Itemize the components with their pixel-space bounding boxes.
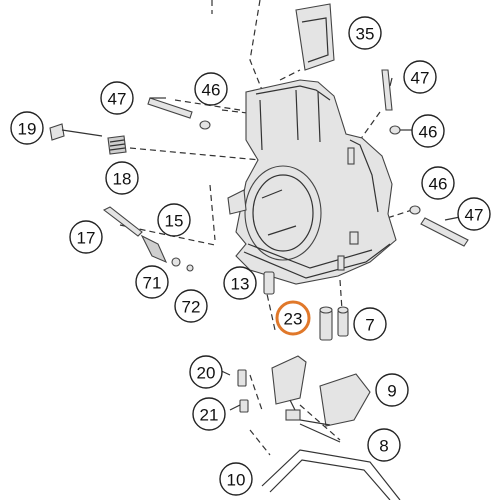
part-gasket-10 [261,449,401,500]
callout-8-text: 8 [379,437,388,456]
callout-23-text: 23 [284,310,303,329]
callout-15-text: 15 [165,212,184,231]
part-jet-13 [263,271,275,295]
callout-46-lower-right: 46 [421,166,455,200]
callout-21: 21 [192,397,226,431]
callout-15: 15 [157,203,191,237]
part-float-9 [271,355,371,427]
callout-47-left: 47 [100,81,134,115]
callout-47-top-right-text: 47 [411,69,430,88]
callout-46-lower-right-text: 46 [429,175,448,194]
callout-10-text: 10 [227,471,246,490]
part-pin-47-right [420,217,469,247]
part-screw-20 [237,369,247,387]
callout-19-text: 19 [18,120,37,139]
callout-10: 10 [219,462,253,496]
part-jet-23 [319,306,333,341]
callout-46-right: 46 [411,114,445,148]
callout-46-top-text: 46 [202,81,221,100]
callout-13-text: 13 [231,275,250,294]
callout-21-text: 21 [200,406,219,425]
part-spring-18 [107,135,127,155]
callout-72-text: 72 [182,298,201,317]
callout-8: 8 [367,428,401,462]
callout-47-right: 47 [457,197,491,231]
callout-18: 18 [105,161,139,195]
part-pin-47-left [147,97,193,119]
part-pin-47-top-right [381,69,393,111]
callout-9-text: 9 [387,382,396,401]
callout-7-text: 7 [365,316,374,335]
part-washer-72 [186,264,194,272]
callout-47-right-text: 47 [465,206,484,225]
callout-35: 35 [348,16,382,50]
part-jet-7 [337,306,349,337]
callout-35-text: 35 [356,25,375,44]
callout-7: 7 [353,307,387,341]
callout-72: 72 [174,289,208,323]
callout-46-top: 46 [194,72,228,106]
callout-71: 71 [135,265,169,299]
callout-17: 17 [69,220,103,254]
callout-17-text: 17 [77,229,96,248]
part-oring-71 [171,257,181,267]
callout-46-right-text: 46 [419,123,438,142]
part-screw-21 [239,399,249,413]
part-slide-35 [295,3,335,71]
callout-13: 13 [223,266,257,300]
callout-19: 19 [10,111,44,145]
part-screw-19 [49,123,103,141]
callout-20-text: 20 [197,364,216,383]
part-needle-17 [102,206,143,237]
callout-71-text: 71 [143,274,162,293]
part-spring-15 [140,234,168,264]
callout-47-left-text: 47 [108,90,127,109]
callout-18-text: 18 [113,170,132,189]
carburetor-body [227,79,397,285]
callout-20: 20 [189,355,223,389]
callout-47-top-right: 47 [403,60,437,94]
callout-23: 23 [275,300,311,336]
part-needle-8 [299,423,341,443]
callout-9: 9 [375,373,409,407]
